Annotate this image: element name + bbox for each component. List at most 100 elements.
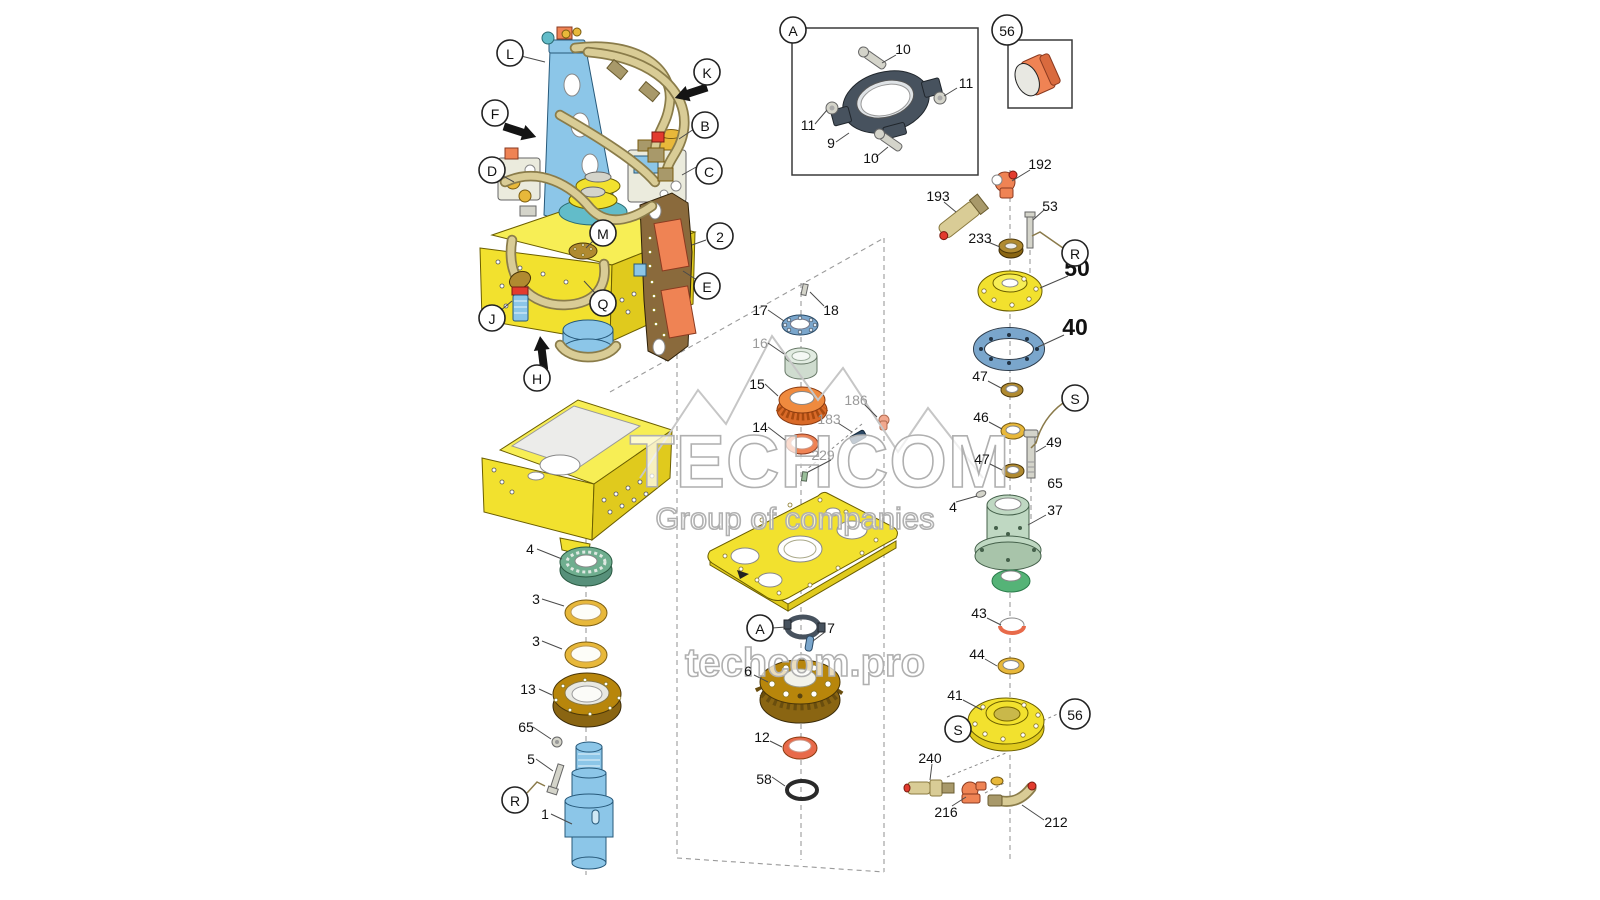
part-label-3: 3 bbox=[532, 591, 540, 607]
svg-text:M: M bbox=[597, 226, 609, 242]
callout-56: 56 bbox=[1059, 698, 1091, 730]
shaft-1 bbox=[564, 741, 614, 870]
watermark-tagline: Group of companies bbox=[655, 501, 934, 536]
plug-183 bbox=[849, 429, 867, 445]
svg-text:L: L bbox=[506, 46, 514, 62]
part-label-44: 44 bbox=[969, 646, 985, 662]
part-label-37: 37 bbox=[1047, 502, 1063, 518]
part-label-47: 47 bbox=[972, 368, 988, 384]
part-label-240: 240 bbox=[918, 750, 942, 766]
inset-56 bbox=[1007, 39, 1073, 109]
callout-F: F bbox=[481, 99, 509, 127]
callout-S: S bbox=[1061, 384, 1089, 412]
part-label-43: 43 bbox=[971, 605, 987, 621]
part-label-5: 5 bbox=[527, 751, 535, 767]
part-label-186: 186 bbox=[844, 392, 868, 408]
svg-text:B: B bbox=[700, 118, 709, 134]
ring-40 bbox=[973, 327, 1045, 371]
drain-fitting-j bbox=[508, 270, 532, 322]
seal-ring-3a bbox=[564, 599, 608, 627]
part-label-41: 41 bbox=[947, 687, 963, 703]
part-label-183: 183 bbox=[817, 411, 841, 427]
callout-C: C bbox=[695, 157, 723, 185]
ring-43 bbox=[998, 617, 1026, 635]
svg-text:2: 2 bbox=[716, 229, 724, 245]
part-label-15: 15 bbox=[749, 376, 765, 392]
part-label-11: 11 bbox=[959, 75, 974, 91]
seal-ring-3b bbox=[564, 641, 608, 669]
hose-212 bbox=[987, 781, 1037, 807]
part-label-229: 229 bbox=[811, 447, 835, 463]
svg-text:Q: Q bbox=[598, 296, 609, 312]
callout-R: R bbox=[1061, 239, 1089, 267]
part-label-3: 3 bbox=[532, 633, 540, 649]
part-label-65: 65 bbox=[518, 719, 534, 735]
nut-65-left bbox=[551, 736, 563, 748]
arrow-h bbox=[533, 336, 550, 371]
part-label-233: 233 bbox=[968, 230, 992, 246]
flange-41 bbox=[967, 697, 1045, 752]
part-label-46: 46 bbox=[973, 409, 989, 425]
svg-text:D: D bbox=[487, 163, 497, 179]
callout-J: J bbox=[478, 304, 506, 332]
callout-K: K bbox=[693, 58, 721, 86]
svg-text:A: A bbox=[755, 621, 765, 637]
housing-ring-13 bbox=[552, 672, 622, 728]
part-label-58: 58 bbox=[756, 771, 772, 787]
callout-Q: Q bbox=[589, 289, 617, 317]
part-label-13: 13 bbox=[520, 681, 536, 697]
part-label-11: 11 bbox=[801, 117, 816, 133]
bearing-ring-17 bbox=[781, 314, 819, 336]
watermark: TECHCOM Group of companies techcom.pro bbox=[629, 334, 1010, 686]
leader-lines bbox=[499, 54, 1069, 825]
part-label-212: 212 bbox=[1044, 814, 1068, 830]
callout-B: B bbox=[691, 111, 719, 139]
ring-47a bbox=[1000, 382, 1024, 398]
part-label-4: 4 bbox=[526, 541, 534, 557]
inset-a bbox=[791, 27, 979, 176]
callout-S: S bbox=[944, 715, 972, 743]
watermark-mountain bbox=[639, 334, 984, 479]
svg-text:J: J bbox=[489, 311, 496, 327]
nut-233 bbox=[998, 238, 1024, 259]
ring-44 bbox=[997, 657, 1025, 675]
part-label-65: 65 bbox=[1047, 475, 1063, 491]
svg-text:A: A bbox=[788, 23, 798, 39]
callout-2: 2 bbox=[706, 222, 734, 250]
callout-56: 56 bbox=[991, 14, 1023, 46]
callout-D: D bbox=[478, 156, 506, 184]
ring-14 bbox=[785, 433, 819, 455]
pin-7 bbox=[804, 635, 815, 652]
part-label-17: 17 bbox=[752, 302, 768, 318]
callout-L: L bbox=[496, 39, 524, 67]
callout-H: H bbox=[523, 364, 551, 392]
part-label-193: 193 bbox=[926, 188, 950, 204]
callout-A: A bbox=[779, 16, 807, 44]
svg-text:R: R bbox=[510, 793, 520, 809]
hose-end-193 bbox=[938, 193, 990, 241]
watermark-site: techcom.pro bbox=[685, 641, 925, 685]
elbow-192 bbox=[991, 170, 1018, 199]
pin-53 bbox=[1024, 211, 1036, 249]
fitting-216 bbox=[961, 776, 1004, 804]
svg-text:56: 56 bbox=[1067, 707, 1083, 723]
part-label-14: 14 bbox=[752, 419, 768, 435]
part-label-18: 18 bbox=[823, 302, 839, 318]
part-label-192: 192 bbox=[1028, 156, 1052, 172]
fitting-240 bbox=[903, 779, 955, 797]
cover-plate bbox=[707, 491, 898, 612]
part-label-10: 10 bbox=[863, 150, 879, 166]
hub-37 bbox=[974, 494, 1042, 571]
part-label-16: 16 bbox=[752, 335, 768, 351]
part-label-47: 47 bbox=[974, 451, 990, 467]
pin-229 bbox=[800, 471, 809, 482]
o-ring-58 bbox=[785, 779, 819, 801]
svg-text:S: S bbox=[1070, 391, 1079, 407]
svg-text:E: E bbox=[702, 279, 711, 295]
hoses bbox=[499, 41, 690, 311]
ring-12 bbox=[782, 736, 818, 760]
part-label-12: 12 bbox=[754, 729, 770, 745]
